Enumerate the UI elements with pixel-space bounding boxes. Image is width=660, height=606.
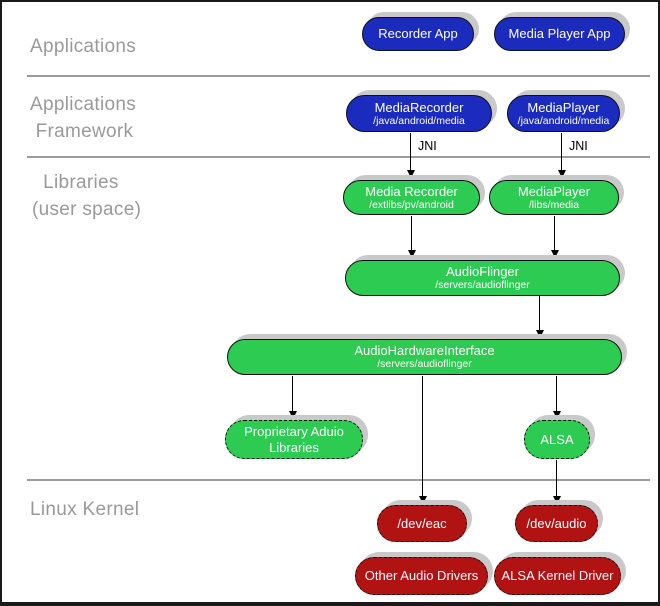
edge-label-jni-right: JNI	[569, 139, 588, 153]
node-path: /servers/audioflinger	[377, 358, 472, 371]
node-mediarecorder-framework: MediaRecorder /java/android/media	[346, 95, 492, 132]
node-audioflinger: AudioFlinger /servers/audioflinger	[345, 260, 620, 296]
node-media-recorder-lib: Media Recorder /extlibs/pv/android	[343, 180, 480, 215]
node-mediaplayer-lib: MediaPlayer /libs/media	[489, 180, 619, 215]
node-label: ALSA Kernel Driver	[501, 568, 614, 584]
framework-label-line1: Applications	[30, 94, 137, 115]
arrow-mediarecorder-to-audioflinger	[407, 216, 416, 258]
arrow-ahi-to-proprietary	[288, 376, 297, 419]
divider-applications-framework	[27, 75, 650, 77]
node-path: /servers/audioflinger	[435, 279, 530, 292]
framework-label-line2: Framework	[30, 121, 134, 142]
edge-label-jni-left: JNI	[418, 139, 437, 153]
arrow-mediarecorder-jni	[406, 133, 415, 178]
node-label: MediaPlayer	[527, 99, 600, 115]
node-label: MediaRecorder	[374, 99, 464, 115]
arrow-audioflinger-to-ahi	[535, 296, 544, 338]
node-alsa: ALSA	[524, 420, 590, 459]
arrow-alsa-to-dev-audio	[552, 460, 561, 504]
arrow-mediaplayer-to-audioflinger	[550, 216, 559, 258]
node-path: /libs/media	[528, 198, 580, 211]
node-path: /java/android/media	[373, 114, 465, 127]
node-label: Media Player App	[508, 26, 611, 42]
section-label-applications-framework: Applications Framework	[30, 91, 136, 145]
divider-libraries-kernel	[27, 479, 650, 481]
divider-framework-libraries	[27, 156, 650, 158]
node-label: AudioHardwareInterface	[354, 343, 495, 359]
node-recorder-app: Recorder App	[362, 17, 474, 51]
node-dev-audio: /dev/audio	[515, 505, 598, 542]
node-audiohardwareinterface: AudioHardwareInterface /servers/audiofli…	[227, 339, 622, 375]
section-label-applications: Applications	[30, 36, 137, 57]
node-label: MediaPlayer	[517, 183, 591, 199]
section-label-libraries: Libraries (user space)	[32, 169, 141, 223]
section-label-linux-kernel: Linux Kernel	[30, 499, 140, 520]
node-label: /dev/audio	[526, 515, 587, 531]
node-label: Other Audio Drivers	[364, 568, 479, 584]
node-label: AudioFlinger	[446, 264, 519, 280]
libraries-label-line1: Libraries	[32, 172, 119, 193]
node-other-audio-drivers: Other Audio Drivers	[355, 557, 488, 595]
node-label: /dev/eac	[397, 515, 447, 531]
node-dev-eac: /dev/eac	[377, 505, 467, 542]
node-mediaplayer-framework: MediaPlayer /java/android/media	[507, 95, 620, 132]
node-label: Media Recorder	[365, 183, 458, 199]
node-label: Proprietary Aduio	[244, 424, 344, 440]
node-label-line2: Libraries	[269, 439, 319, 455]
node-label: ALSA	[540, 431, 574, 447]
node-path: /java/android/media	[517, 114, 610, 127]
arrow-mediaplayer-jni	[557, 133, 566, 178]
libraries-label-line2: (user space)	[32, 199, 142, 220]
node-alsa-kernel-driver: ALSA Kernel Driver	[494, 557, 621, 595]
node-proprietary-audio-libraries: Proprietary Aduio Libraries	[225, 420, 363, 459]
arrow-ahi-to-alsa	[552, 376, 561, 419]
arrow-ahi-to-dev-eac	[418, 376, 427, 504]
node-path: /extlibs/pv/android	[369, 198, 454, 211]
node-media-player-app: Media Player App	[494, 17, 625, 51]
node-label: Recorder App	[378, 26, 458, 42]
